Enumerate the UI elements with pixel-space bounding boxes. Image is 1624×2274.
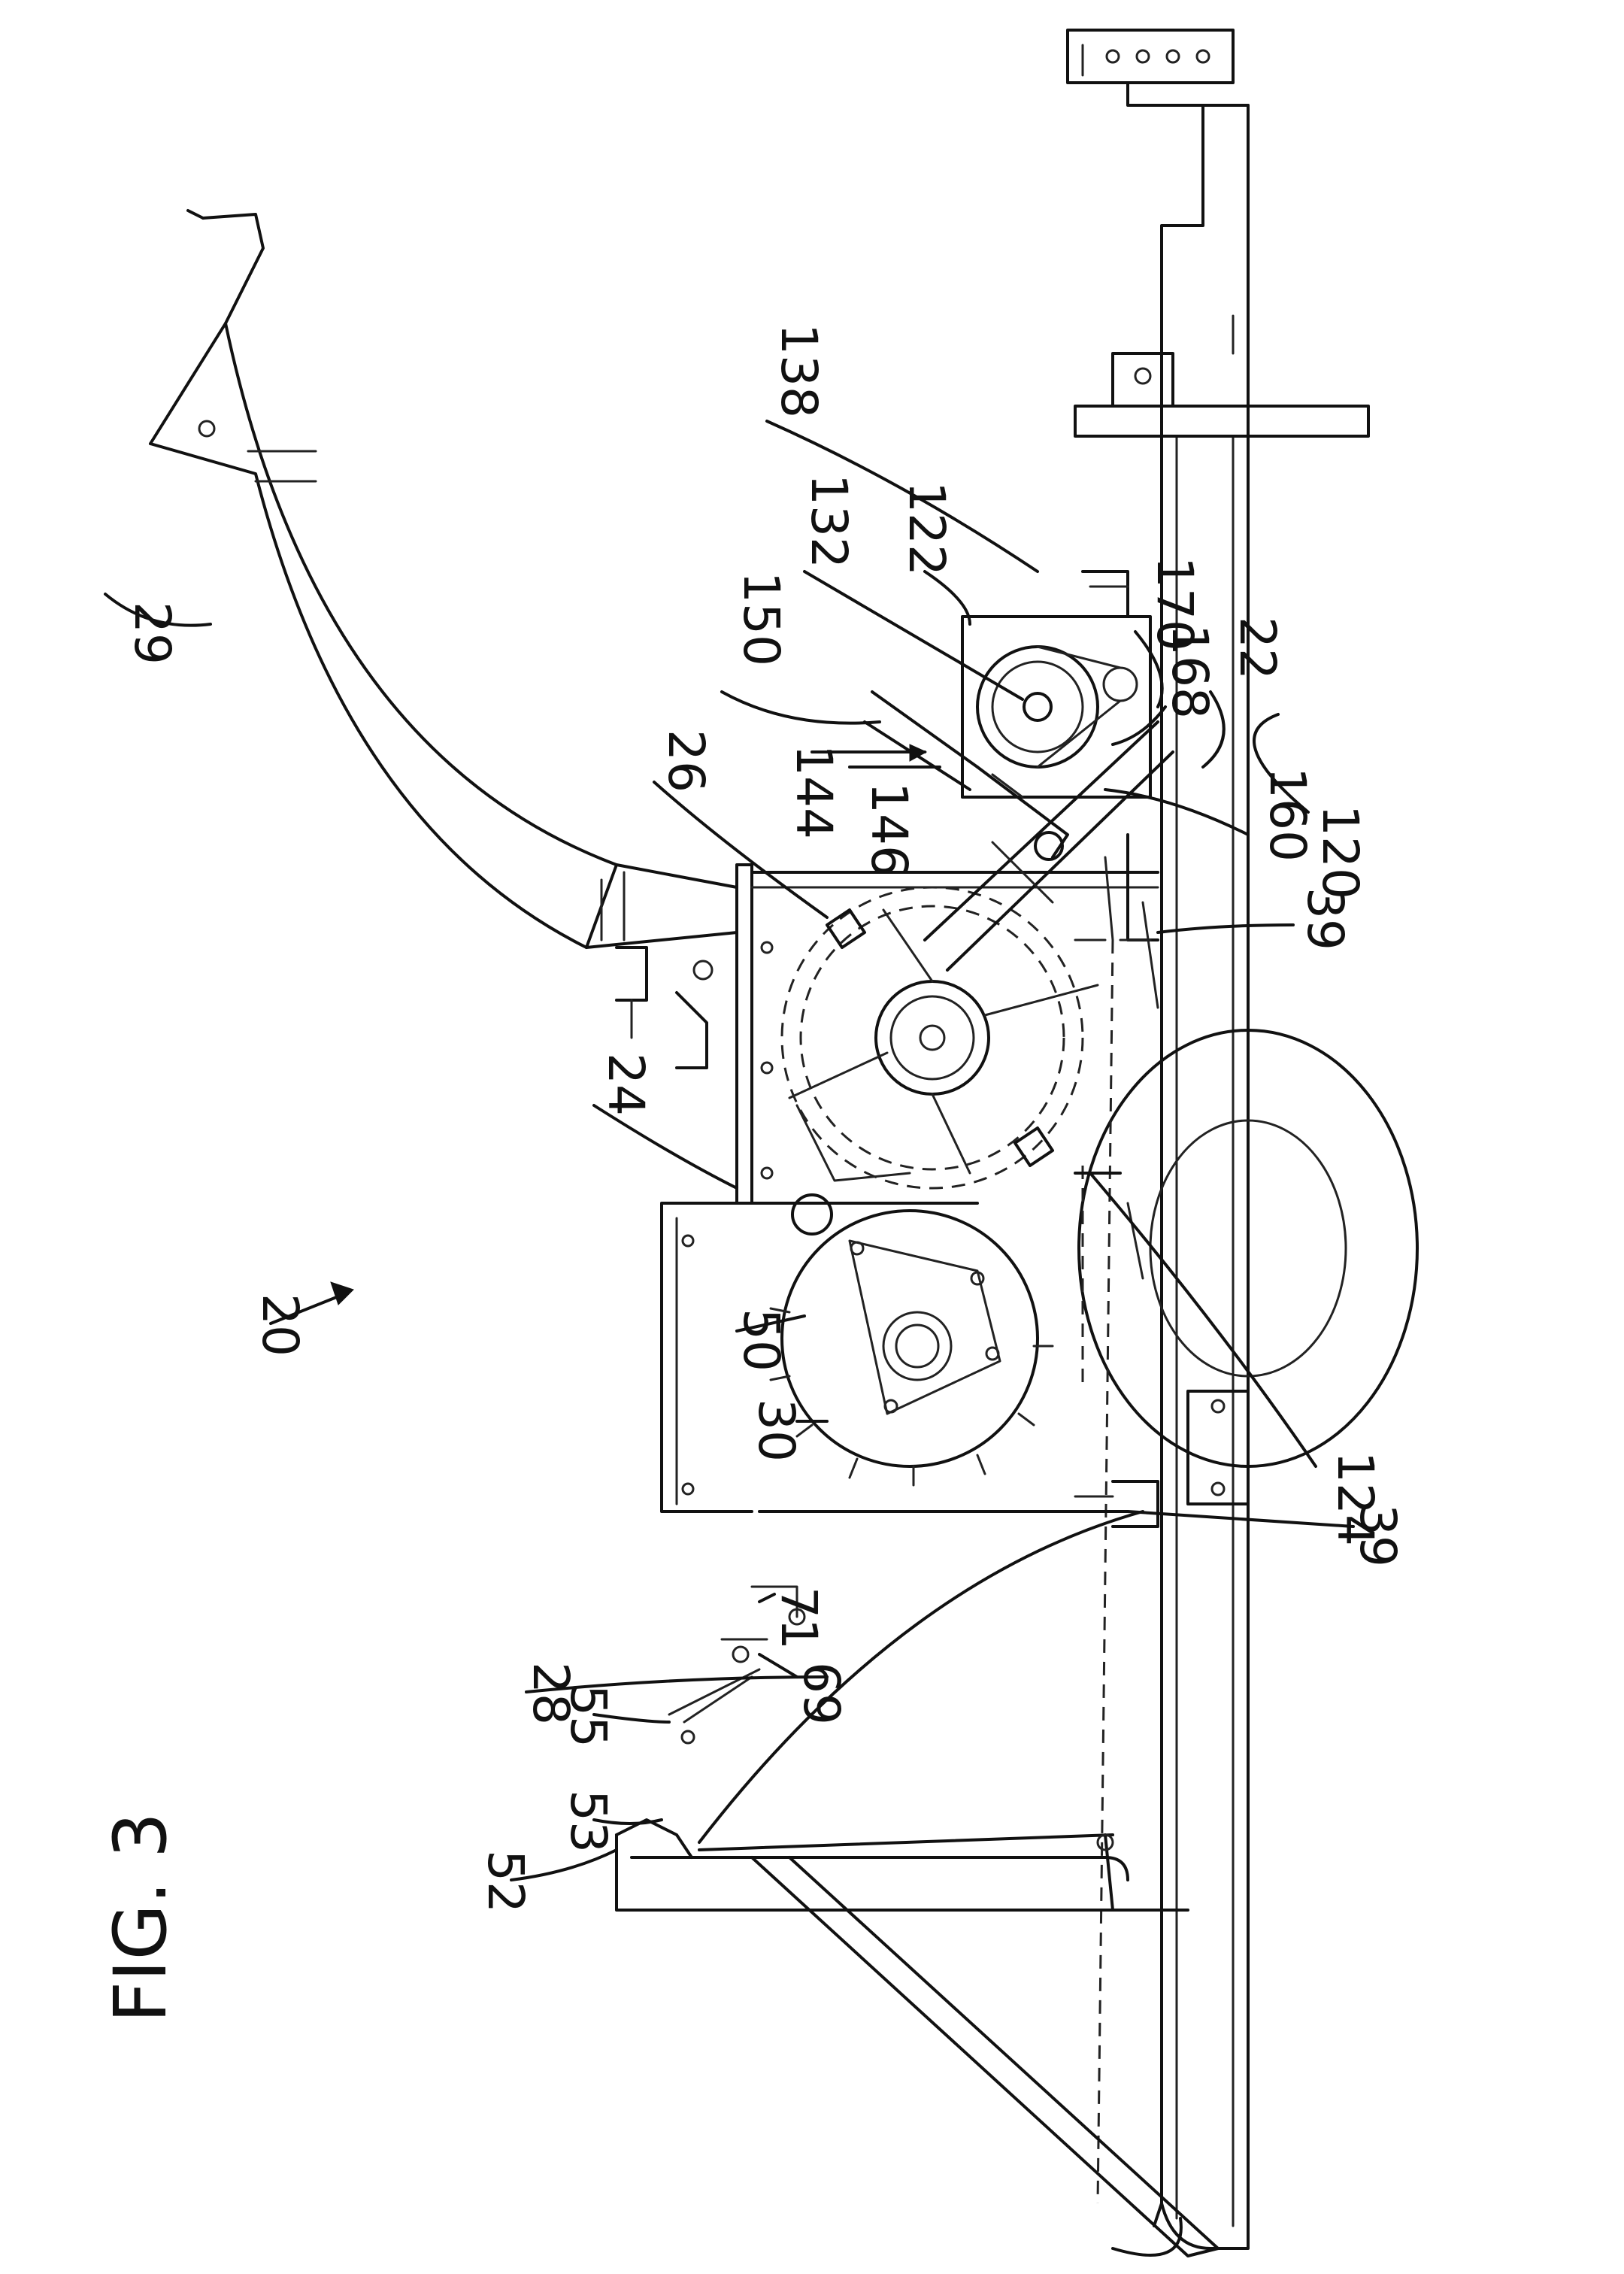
numeral-138: 138 [770, 323, 828, 418]
numeral-55: 55 [559, 1684, 617, 1748]
numeral-168: 168 [1161, 624, 1219, 719]
numeral-30: 30 [747, 1399, 805, 1462]
numeral-150: 150 [732, 572, 790, 666]
numeral-122: 122 [898, 481, 956, 576]
leader-39a [1158, 925, 1293, 932]
numeral-39-lower: 39 [1349, 1504, 1407, 1567]
drive-box [962, 572, 1150, 797]
numeral-52: 52 [477, 1850, 535, 1913]
leader-124 [1090, 1173, 1316, 1466]
discharge-chute [150, 211, 737, 948]
arrow-20 [331, 1282, 353, 1305]
leader-69 [759, 1654, 797, 1677]
numeral-69: 69 [792, 1662, 850, 1725]
numeral-39-upper: 39 [1296, 887, 1354, 951]
leader-132 [804, 572, 1023, 699]
numeral-144: 144 [785, 744, 843, 839]
numeral-22: 22 [1229, 617, 1286, 680]
numeral-50: 50 [732, 1308, 790, 1372]
infeed-hopper [617, 1511, 1218, 2256]
numeral-160: 160 [1259, 767, 1316, 862]
leader-150 [722, 692, 880, 723]
numeral-146: 146 [860, 782, 918, 877]
leader-24 [594, 1105, 737, 1188]
numeral-120: 120 [1311, 805, 1369, 899]
feed-roller [771, 1195, 1053, 1485]
numeral-132: 132 [800, 474, 858, 568]
numeral-53: 53 [559, 1790, 617, 1853]
numeral-29: 29 [123, 602, 181, 665]
cutter-disc [782, 887, 1098, 1188]
chassis-frame [1068, 30, 1368, 2248]
reference-numerals: 29 24 26 144 146 150 122 132 138 170 168… [123, 323, 1407, 1913]
figure-label: FIG. 3 [98, 1812, 183, 2023]
numeral-20: 20 [251, 1293, 309, 1357]
numeral-26: 26 [657, 729, 715, 793]
numeral-24: 24 [597, 1053, 655, 1116]
numeral-71: 71 [770, 1587, 828, 1650]
